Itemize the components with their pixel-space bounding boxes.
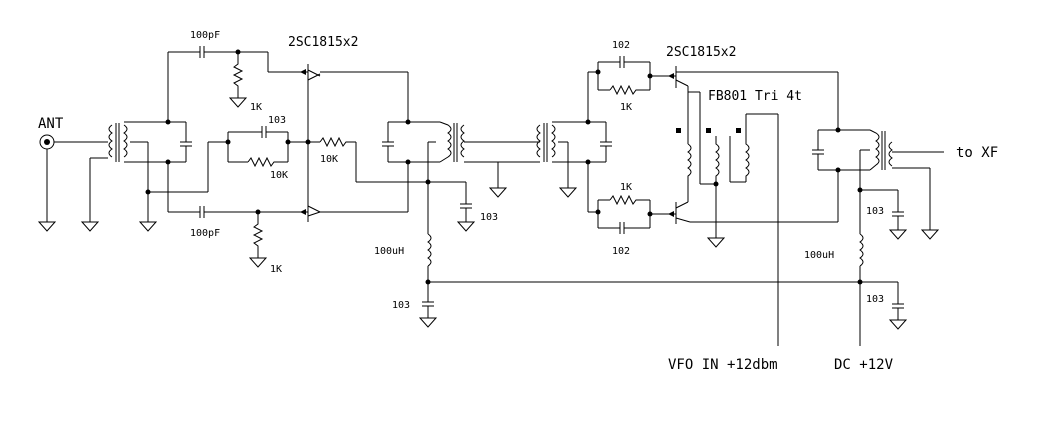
dc-label: DC +12V <box>834 357 894 373</box>
c-103-left-bot-label: 103 <box>392 300 410 311</box>
link-coil <box>464 141 540 198</box>
mixer-top-rc <box>588 56 668 96</box>
transistor-q4 <box>668 182 838 224</box>
l-100uh-left <box>418 182 438 328</box>
c-100pf-bot <box>167 162 300 218</box>
fb801-label: FB801 Tri 4t <box>708 89 802 104</box>
output-transformer <box>812 72 944 240</box>
l-100uh-left-label: 100uH <box>374 246 404 257</box>
to-xf-label: to XF <box>956 145 998 161</box>
tr-right-label: 2SC1815x2 <box>666 45 736 60</box>
r-1k-mix-bot-label: 1K <box>620 182 632 193</box>
r-1k-top-label: 1K <box>250 102 262 113</box>
input-tank-cap <box>168 121 192 163</box>
emitter-bus <box>305 88 428 200</box>
fb801-trifilar <box>676 92 779 346</box>
mixer-input-transformer <box>536 72 612 212</box>
r-10k-series-label: 10K <box>320 154 338 165</box>
antenna-connector <box>37 134 100 232</box>
c-103-mid-label: 103 <box>480 212 498 223</box>
c-100pf-bot-label: 100pF <box>190 228 220 239</box>
c-103-right-bot-label: 103 <box>866 294 884 305</box>
c-103-fb-label: 103 <box>268 115 286 126</box>
transistor-q2 <box>300 200 408 222</box>
r-1k-bot-label: 1K <box>270 264 282 275</box>
c-102-top-label: 102 <box>612 40 630 51</box>
c-103-right <box>860 189 908 240</box>
transistor-q3 <box>668 66 838 93</box>
c-103-mid <box>428 181 476 232</box>
c-103-right-label: 103 <box>866 206 884 217</box>
input-transformer <box>80 121 168 232</box>
c-100pf-top-label: 100pF <box>190 30 220 41</box>
input-center-tap-ground <box>130 141 158 232</box>
c-100pf-top <box>167 46 300 122</box>
c-102-bot-label: 102 <box>612 246 630 257</box>
ant-label: ANT <box>38 116 64 132</box>
r-1k-top <box>228 49 248 108</box>
r-1k-mix-top-label: 1K <box>620 102 632 113</box>
r-1k-bot <box>248 209 268 268</box>
mixer-bot-rc <box>588 194 668 234</box>
r-10k-fb-label: 10K <box>270 170 288 181</box>
l-100uh-right-label: 100uH <box>804 250 834 261</box>
tr-left-label: 2SC1815x2 <box>288 35 358 50</box>
vfo-in-label: VFO IN +12dbm <box>668 357 778 373</box>
l-100uh-right <box>857 190 908 346</box>
transistor-q1 <box>300 64 408 88</box>
interstage-transformer-1 <box>382 72 465 212</box>
feedback-network <box>148 126 308 193</box>
